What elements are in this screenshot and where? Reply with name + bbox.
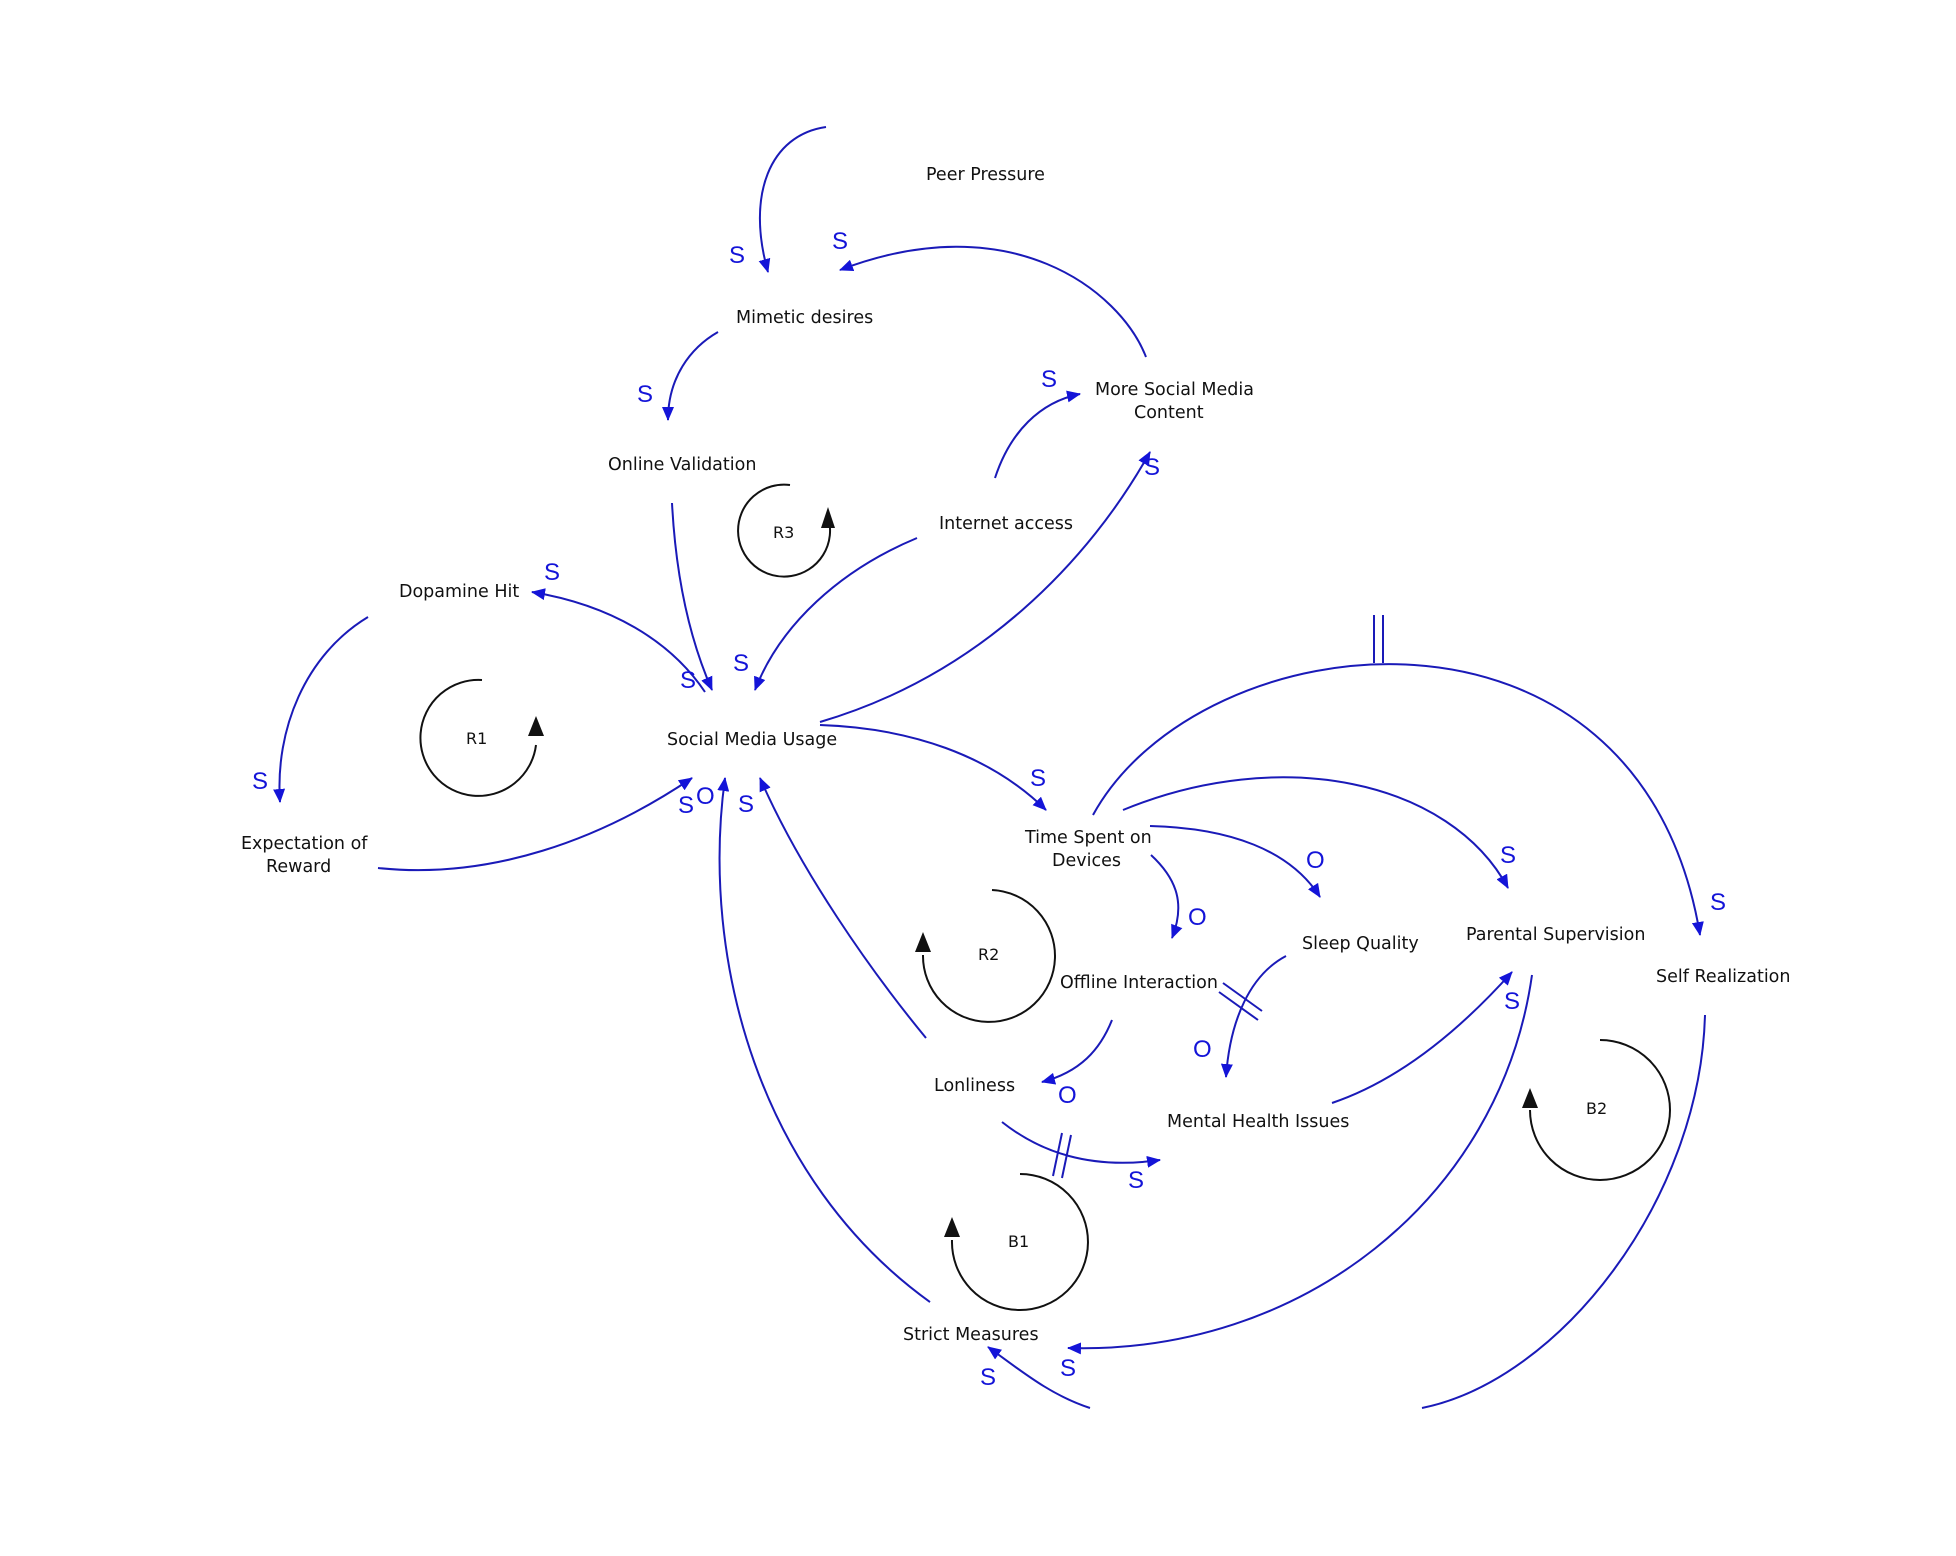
polarity-lonliness-to-usage: S [738,791,754,818]
polarity-offline-to-lonliness: O [1058,1082,1077,1109]
variable-mimetic-desires: Mimetic desires [736,308,873,328]
link-lonliness-to-social-media-usage [759,777,927,1039]
loop-r3-label: R3 [773,523,794,542]
link-social-media-usage-to-dopamine-hit [531,588,706,693]
link-time-spent-to-offline-interaction [1150,854,1183,939]
polarity-peer-to-mimetic: S [729,242,745,269]
loop-b1: B1 [944,1173,1089,1311]
variable-dopamine-hit: Dopamine Hit [399,582,519,602]
link-social-media-usage-to-time-spent [819,724,1047,811]
polarity-lonliness-to-mental: S [1128,1167,1144,1194]
link-lonliness-to-mental-health [1001,1121,1161,1168]
variable-strict-measures: Strict Measures [903,1325,1039,1345]
polarity-parental-to-strict: S [1060,1355,1076,1382]
polarity-validation-to-usage: S [680,667,696,694]
link-peer-pressure-to-mimetic-desires [758,126,827,273]
link-time-spent-to-parental-supervision [1122,776,1509,889]
polarity-time-to-sleep: O [1306,847,1325,874]
link-self-realization-to-strict-measures [988,1014,1706,1409]
variable-expectation-of-reward-line2: Reward [266,857,331,877]
polarity-content-to-mimetic: S [832,228,848,255]
variable-self-realization: Self Realization [1656,967,1790,987]
loop-r2: R2 [915,889,1056,1023]
variable-expectation-of-reward-line1: Expectation of [241,834,368,854]
link-offline-interaction-to-lonliness [1041,1019,1113,1085]
delay-mark-lonliness-to-mental-health [1052,1132,1072,1179]
variable-time-spent-on-devices-line2: Devices [1052,851,1121,871]
variable-time-spent-on-devices-line1: Time Spent on [1024,828,1152,848]
polarity-mental-to-parental: S [1504,988,1520,1015]
variable-parental-supervision: Parental Supervision [1466,925,1645,945]
polarity-time-to-self-realization: S [1710,889,1726,916]
loop-r1-label: R1 [466,729,487,748]
delay-mark-sleep-quality-to-mental-health [1218,982,1263,1021]
loop-b2-label: B2 [1586,1099,1607,1118]
loop-b2: B2 [1522,1039,1671,1181]
variable-internet-access: Internet access [939,514,1073,534]
polarity-dopamine-to-expectation: S [252,768,268,795]
variable-online-validation: Online Validation [608,455,756,475]
polarity-usage-to-time-spent: S [1030,765,1046,792]
polarity-strict-to-usage: O [696,783,715,810]
link-dopamine-hit-to-expectation [273,616,369,803]
polarity-internet-to-content: S [1041,366,1057,393]
delay-mark-time-spent-to-self-realization [1373,615,1384,663]
link-online-validation-to-social-media-usage [671,502,713,691]
loop-r2-label: R2 [978,945,999,964]
polarity-internet-to-usage: S [733,650,749,677]
link-sleep-quality-to-mental-health [1220,955,1287,1078]
polarity-expectation-to-usage: S [678,792,694,819]
link-more-content-to-mimetic-desires [839,245,1147,358]
variable-lonliness: Lonliness [934,1076,1015,1096]
polarity-time-to-parental: S [1500,842,1516,869]
link-expectation-to-social-media-usage [377,777,693,872]
loop-b1-label: B1 [1008,1232,1029,1251]
loop-r1: R1 [419,678,544,797]
link-mental-health-to-parental-supervision [1331,971,1513,1104]
link-internet-access-to-more-content [994,390,1081,479]
link-parental-supervision-to-strict-measures [1067,974,1533,1355]
link-social-media-usage-to-more-content [819,451,1151,723]
link-time-spent-to-sleep-quality [1149,825,1321,898]
polarity-time-to-offline: O [1188,904,1207,931]
variable-more-social-media-content-line2: Content [1134,403,1204,423]
link-strict-measures-to-social-media-usage [717,777,931,1303]
variable-more-social-media-content-line1: More Social Media [1095,380,1254,400]
polarity-mimetic-to-validation: S [637,381,653,408]
link-mimetic-desires-to-online-validation [662,331,719,421]
variable-mental-health-issues: Mental Health Issues [1167,1112,1349,1132]
variable-sleep-quality: Sleep Quality [1302,934,1419,954]
loop-r3: R3 [737,483,835,578]
variable-offline-interaction: Offline Interaction [1060,973,1218,993]
variable-peer-pressure: Peer Pressure [926,165,1045,185]
link-time-spent-to-self-realization [1092,663,1704,936]
variable-social-media-usage: Social Media Usage [667,730,837,750]
polarity-usage-to-content: S [1144,454,1160,481]
polarity-usage-to-dopamine: S [544,559,560,586]
polarity-self-realization-to-strict: S [980,1364,996,1391]
link-internet-access-to-social-media-usage [754,537,918,691]
polarity-sleep-to-mental: O [1193,1036,1212,1063]
